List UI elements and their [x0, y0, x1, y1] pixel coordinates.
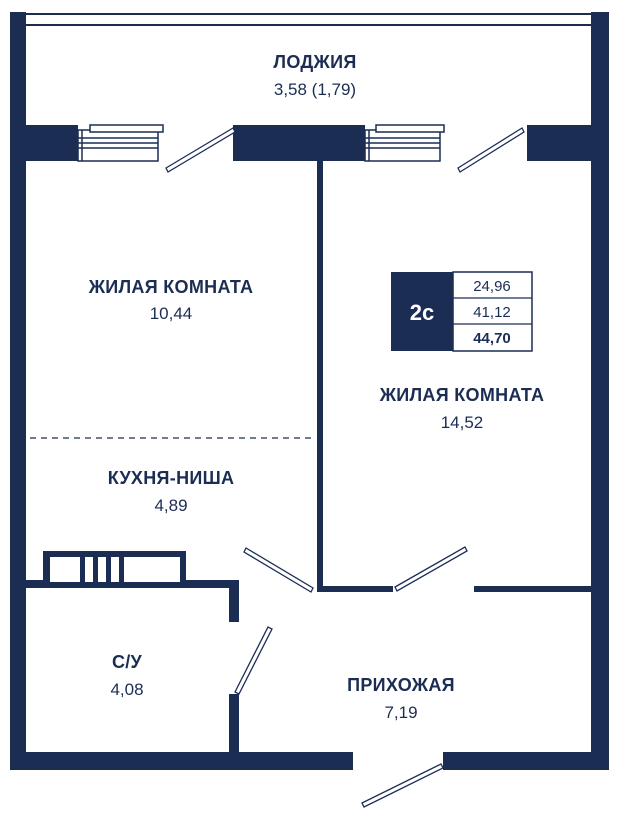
counter-cell	[98, 557, 106, 582]
badge-apartment-code: 2с	[410, 300, 434, 325]
hallway-area: 7,19	[384, 703, 417, 722]
bathroom-wall-stub	[229, 580, 239, 622]
right-exterior-wall	[591, 125, 609, 770]
badge-code-box	[391, 272, 453, 351]
bathroom-label: С/У	[112, 652, 143, 672]
badge-total-area: 44,70	[473, 330, 511, 347]
kitchen-door	[243, 547, 314, 593]
loggia-right-wall	[591, 12, 609, 132]
hallway-label: ПРИХОЖАЯ	[347, 675, 455, 695]
loggia-left-wall	[10, 12, 26, 132]
partition-room2-bottom-right	[474, 586, 591, 592]
counter-cell	[124, 557, 180, 582]
window-left	[77, 124, 164, 162]
counter-cell	[85, 557, 93, 582]
badge-usable-area: 41,12	[473, 304, 511, 321]
balcony-door-left	[165, 127, 236, 173]
loggia-rail-top	[26, 13, 591, 15]
top-wall-segment-1	[26, 125, 78, 161]
partition-room2-bottom-left	[317, 586, 393, 592]
bathroom-right-wall	[229, 694, 239, 752]
left-exterior-wall	[10, 125, 26, 770]
bottom-wall-left	[10, 752, 353, 770]
window-right	[364, 124, 445, 162]
balcony-door-right	[457, 127, 525, 173]
counter-cell	[50, 557, 80, 582]
bottom-wall-right	[443, 752, 609, 770]
room2-door	[394, 546, 468, 592]
loggia-label: ЛОДЖИЯ	[273, 52, 356, 72]
living-room-2-area: 14,52	[441, 413, 484, 432]
loggia-area: 3,58 (1,79)	[274, 80, 356, 99]
kitchen-niche-label: КУХНЯ-НИША	[108, 468, 235, 488]
badge-values-box	[452, 271, 533, 352]
bathroom-area: 4,08	[110, 680, 143, 699]
counter-cell	[111, 557, 119, 582]
badge-living-area: 24,96	[473, 278, 511, 295]
loggia-rail-bottom	[26, 24, 591, 26]
partition-vertical-center	[317, 161, 323, 592]
entrance-door	[361, 763, 444, 808]
kitchen-niche-area: 4,89	[154, 496, 187, 515]
bathroom-top-wall	[26, 580, 239, 588]
living-room-1-area: 10,44	[150, 304, 193, 323]
living-room-2-label: ЖИЛАЯ КОМНАТА	[379, 385, 545, 405]
bathroom-door	[234, 626, 273, 695]
kitchen-counter-details	[50, 557, 180, 582]
area-badge: 2с 24,96 41,12 44,70	[391, 271, 533, 352]
top-wall-segment-3	[527, 125, 591, 161]
top-wall-segment-2	[233, 125, 365, 161]
doors	[165, 127, 525, 808]
living-room-1-label: ЖИЛАЯ КОМНАТА	[88, 277, 254, 297]
